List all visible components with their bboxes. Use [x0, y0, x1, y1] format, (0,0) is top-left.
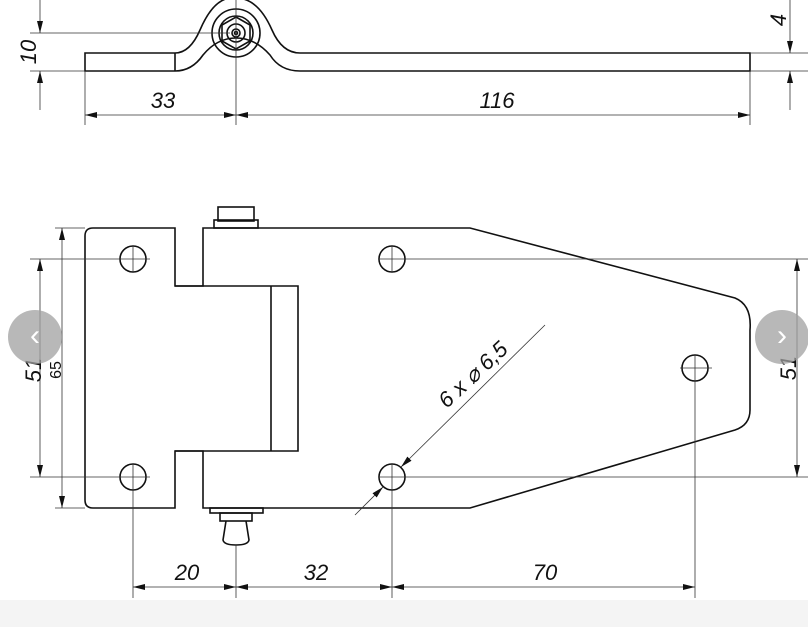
side-view [84, 0, 751, 72]
dim-65: 65 [48, 361, 65, 379]
next-image-button[interactable]: › [755, 310, 808, 364]
chevron-left-icon: ‹ [30, 319, 40, 352]
chevron-right-icon: › [777, 319, 787, 352]
hole-note: 6 x ⌀ 6,5 [433, 336, 513, 413]
dim-33: 33 [151, 88, 176, 113]
top-view [84, 206, 752, 546]
dim-70: 70 [533, 560, 558, 585]
dim-10: 10 [16, 39, 41, 64]
previous-image-button[interactable]: ‹ [8, 310, 62, 364]
dim-4: 4 [766, 14, 791, 26]
gallery-footer [0, 600, 808, 627]
dim-20: 20 [174, 560, 200, 585]
dim-116: 116 [479, 88, 515, 113]
mounting-holes [119, 245, 709, 491]
technical-drawing: 10 4 33 116 [16, 0, 808, 598]
dim-32: 32 [304, 560, 328, 585]
